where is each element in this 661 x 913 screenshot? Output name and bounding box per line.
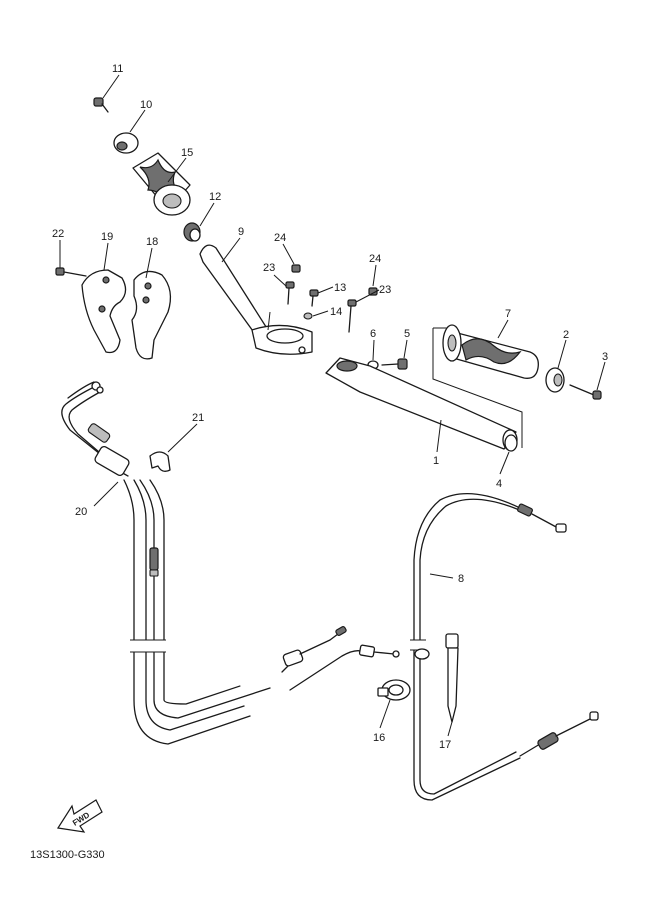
part-7-right-grip [442, 324, 539, 379]
callout-5: 5 [404, 328, 410, 340]
part-14-washer [303, 312, 313, 320]
part-20-throttle-cables [61, 381, 400, 745]
part-21-cable-clamp [149, 451, 171, 472]
callout-11: 11 [112, 63, 123, 75]
callout-3: 3 [602, 351, 608, 363]
callout-9: 9 [238, 226, 244, 238]
part-9-left-handlebar [199, 244, 313, 355]
part-10-bar-end-weight [113, 132, 139, 154]
part-2-bar-end-weight [545, 367, 565, 393]
part-22-screw [55, 267, 87, 277]
part-12-grip-end [183, 222, 201, 242]
callout-4: 4 [496, 478, 502, 490]
part-18-switch-housing-upper [131, 270, 172, 360]
callout-2: 2 [563, 329, 569, 341]
part-3-bolt [569, 384, 602, 400]
assembly-bracket-lines [432, 327, 523, 448]
part-4-grip-end [504, 434, 518, 452]
callout-23-right: 23 [379, 284, 391, 296]
callout-14: 14 [330, 306, 342, 318]
part-16-cable-clamp [377, 679, 411, 701]
callout-labels: 11 10 15 12 9 24 23 13 14 24 23 6 5 7 2 … [52, 63, 608, 751]
callout-1: 1 [433, 455, 439, 467]
callout-24-left: 24 [274, 232, 286, 244]
part-1-right-handlebar [325, 357, 518, 451]
callout-23-left: 23 [263, 262, 275, 274]
callout-7: 7 [505, 308, 511, 320]
callout-18: 18 [146, 236, 158, 248]
part-11-bolt [93, 97, 109, 113]
callout-22: 22 [52, 228, 64, 240]
part-24-nut-left [291, 264, 301, 273]
part-8-clutch-cable [408, 492, 599, 801]
part-13-bolt [309, 289, 319, 307]
part-17-cable-tie [445, 633, 459, 723]
callout-8: 8 [458, 573, 464, 585]
part-15-left-grip [132, 152, 191, 216]
callout-16: 16 [373, 732, 385, 744]
callout-6: 6 [370, 328, 376, 340]
callout-24-right: 24 [369, 253, 381, 265]
callout-17: 17 [439, 739, 451, 751]
part-23-bolt-right [347, 299, 357, 333]
callout-13: 13 [334, 282, 346, 294]
drawing-code: 13S1300-G330 [30, 849, 105, 861]
callout-20: 20 [75, 506, 87, 518]
callout-15: 15 [181, 147, 193, 159]
part-19-switch-housing-lower [81, 269, 127, 354]
fwd-direction-arrow: FWD [57, 799, 103, 833]
part-5-bolt [381, 358, 408, 370]
part-23-bolt-left [285, 281, 295, 305]
leader-lines [59, 74, 606, 737]
callout-21: 21 [192, 412, 204, 424]
callout-10: 10 [140, 99, 152, 111]
callout-12: 12 [209, 191, 221, 203]
callout-19: 19 [101, 231, 113, 243]
